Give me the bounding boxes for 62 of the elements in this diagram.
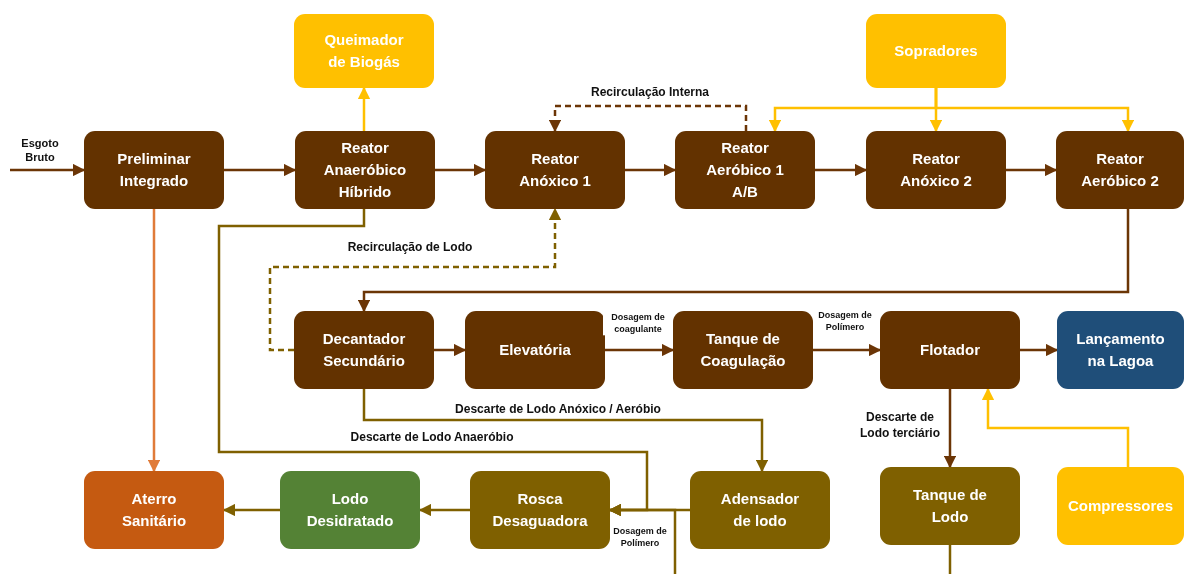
arrow <box>605 343 675 357</box>
box-label: Tanque de Lodo <box>912 485 988 527</box>
arrow <box>434 343 467 357</box>
arrow <box>934 88 1135 133</box>
box-label: Reator Anóxico 2 <box>899 149 973 191</box>
edge-label: Recirculação de Lodo <box>347 240 473 256</box>
box-label: Flotador <box>920 340 980 361</box>
process-box <box>673 311 813 389</box>
arrow <box>357 209 1130 313</box>
process-box <box>866 131 1006 209</box>
box-label: Reator Aeróbico 1 A/B <box>705 138 785 202</box>
arrow <box>268 207 562 352</box>
process-box <box>294 311 434 389</box>
process-box <box>866 14 1006 88</box>
box-label: Reator Anóxico 1 <box>518 149 592 191</box>
process-box <box>84 131 224 209</box>
box-label: Sopradores <box>894 41 978 62</box>
box-label: Preliminar Integrado <box>116 149 192 191</box>
arrow <box>147 209 161 473</box>
box-label: Reator Aeróbico 2 <box>1080 149 1160 191</box>
arrow <box>813 343 882 357</box>
box-label: Decantador Secundário <box>321 329 407 371</box>
box-label: Rosca Desaguadora <box>491 489 589 531</box>
arrow <box>625 163 677 177</box>
box-label: Aterro Sanitário <box>120 489 188 531</box>
arrow <box>224 163 297 177</box>
arrow <box>943 389 957 469</box>
arrow <box>608 503 677 574</box>
process-box <box>675 131 815 209</box>
process-box <box>295 131 435 209</box>
process-box <box>294 14 434 88</box>
process-box <box>280 471 420 549</box>
arrow <box>815 163 868 177</box>
arrow <box>548 104 748 133</box>
process-box <box>485 131 625 209</box>
box-label: Lodo Desidratado <box>305 489 395 531</box>
box-label: Lançamento na Lagoa <box>1076 329 1165 371</box>
process-box <box>880 311 1020 389</box>
arrow <box>10 163 86 177</box>
box-label: Reator Anaeróbico Híbrido <box>322 138 408 202</box>
box-label: Compressores <box>1068 496 1174 517</box>
arrow <box>981 387 1130 467</box>
process-box <box>690 471 830 549</box>
box-label: Adensador de lodo <box>719 489 801 531</box>
arrow <box>418 503 470 517</box>
arrow <box>435 163 487 177</box>
arrow <box>1020 343 1059 357</box>
arrow <box>1006 163 1058 177</box>
process-box <box>1057 311 1184 389</box>
arrow <box>222 503 280 517</box>
box-label: Elevatória <box>499 340 571 361</box>
box-label: Tanque de Coagulação <box>699 329 787 371</box>
process-box <box>470 471 610 549</box>
edge-label: Recirculação Interna <box>590 85 710 101</box>
process-box <box>84 471 224 549</box>
box-label: Queimador de Biogás <box>323 30 405 72</box>
arrow <box>357 86 371 131</box>
process-box <box>880 467 1020 545</box>
process-box <box>1056 131 1184 209</box>
process-box <box>465 311 605 389</box>
arrow <box>362 389 769 473</box>
process-box <box>1057 467 1184 545</box>
